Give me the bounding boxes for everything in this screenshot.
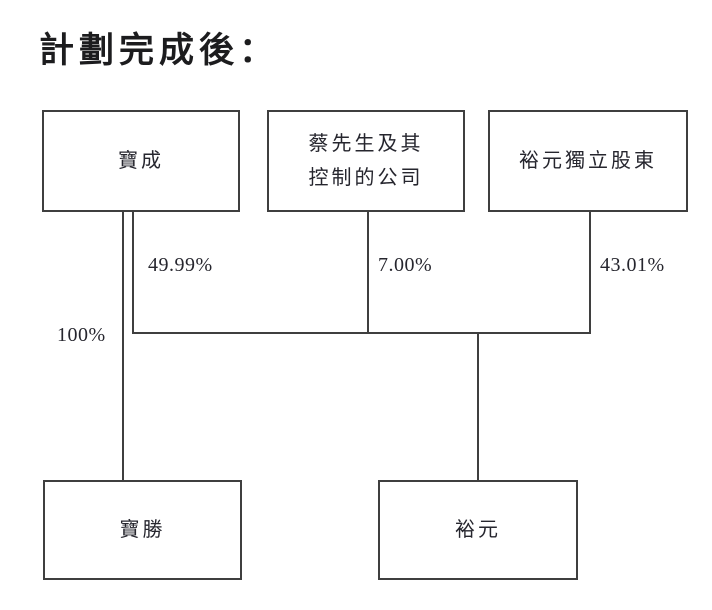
entity-box-yueyuen-independent-shareholders: 裕元獨立股東: [488, 110, 688, 212]
entity-box-poucheng: 寶成: [42, 110, 240, 212]
ownership-label-poucheng-yueyuen: 49.99%: [148, 254, 213, 276]
entity-box-tsai-and-controlled-companies: 蔡先生及其 控制的公司: [267, 110, 465, 212]
entity-label-line2: 控制的公司: [308, 167, 424, 189]
connector-line-independent-to-bus: [589, 212, 591, 333]
entity-label-line1: 蔡先生及其: [308, 133, 424, 155]
entity-label: 寶成: [118, 150, 164, 172]
connector-line-horizontal-bus: [132, 332, 591, 334]
entity-label: 寶勝: [119, 519, 166, 541]
connector-line-bus-to-yueyuen: [477, 332, 479, 480]
ownership-label-poucheng-pousheng: 100%: [57, 324, 106, 346]
connector-line-poucheng-to-pousheng: [122, 212, 124, 480]
ownership-label-tsai-yueyuen: 7.00%: [378, 254, 433, 276]
entity-box-yueyuen: 裕元: [378, 480, 578, 580]
connector-line-poucheng-to-bus: [132, 212, 134, 333]
entity-label: 裕元獨立股東: [519, 150, 657, 172]
ownership-label-independent-yueyuen: 43.01%: [600, 254, 665, 276]
diagram-title: 計劃完成後：: [39, 31, 280, 70]
entity-box-pousheng: 寶勝: [43, 480, 242, 580]
entity-label: 裕元: [455, 519, 501, 541]
connector-line-tsai-to-bus: [367, 212, 369, 333]
